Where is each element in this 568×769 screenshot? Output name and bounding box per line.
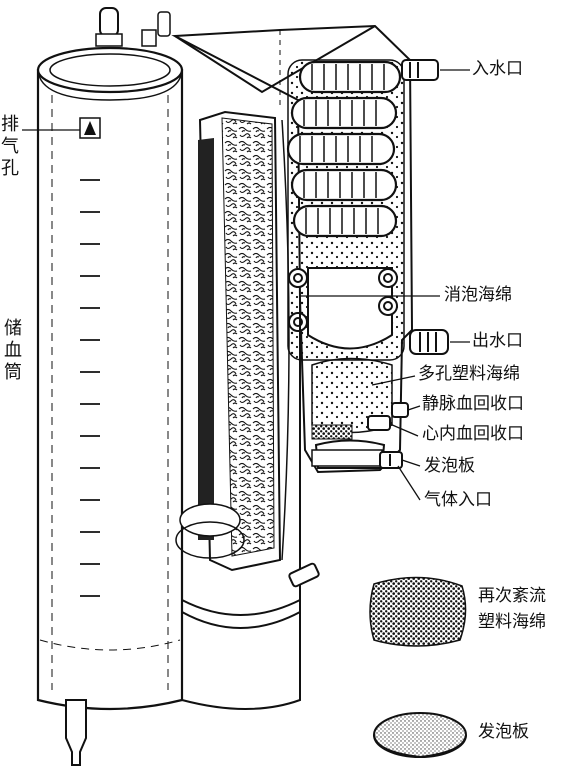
venous-return-port: [391, 402, 409, 418]
side-port: [288, 562, 320, 588]
label-water-inlet: 入水口: [472, 59, 523, 79]
foaming-plate: [311, 439, 386, 469]
legend-turbulence-sponge-line1: 再次紊流: [478, 586, 546, 606]
legend-turbulence-sponge-line2: 塑料海绵: [478, 612, 546, 632]
porous-plastic-sponge: [311, 357, 393, 440]
label-blood-reservoir: 储血筒: [4, 318, 22, 383]
foaming-plate-swatch: [373, 712, 467, 759]
leader-lines: [22, 69, 470, 501]
label-gas-inlet: 气体入口: [424, 490, 492, 510]
turbulence-sponge-swatch: [369, 576, 467, 647]
label-water-outlet: 出水口: [472, 331, 523, 351]
label-defoam-sponge: 消泡海绵: [444, 285, 512, 305]
label-vent: 排气孔: [1, 114, 19, 179]
label-cardiotomy-return: 心内血回收口: [422, 424, 524, 444]
connector-tube: [181, 300, 301, 710]
cardiotomy-return-port: [367, 415, 391, 431]
gas-inlet-port: [379, 451, 403, 469]
blood-reservoir: [36, 7, 245, 766]
water-inlet-pipe: [401, 59, 439, 81]
water-outlet-pipe: [409, 329, 449, 355]
label-porous-sponge: 多孔塑料海绵: [418, 364, 520, 384]
center-sponge-column: [198, 110, 290, 572]
legend-foaming-plate: 发泡板: [478, 722, 529, 742]
heat-exchanger-coil: [286, 60, 402, 238]
label-venous-return: 静脉血回收口: [422, 394, 524, 414]
label-foaming-plate: 发泡板: [424, 456, 475, 476]
